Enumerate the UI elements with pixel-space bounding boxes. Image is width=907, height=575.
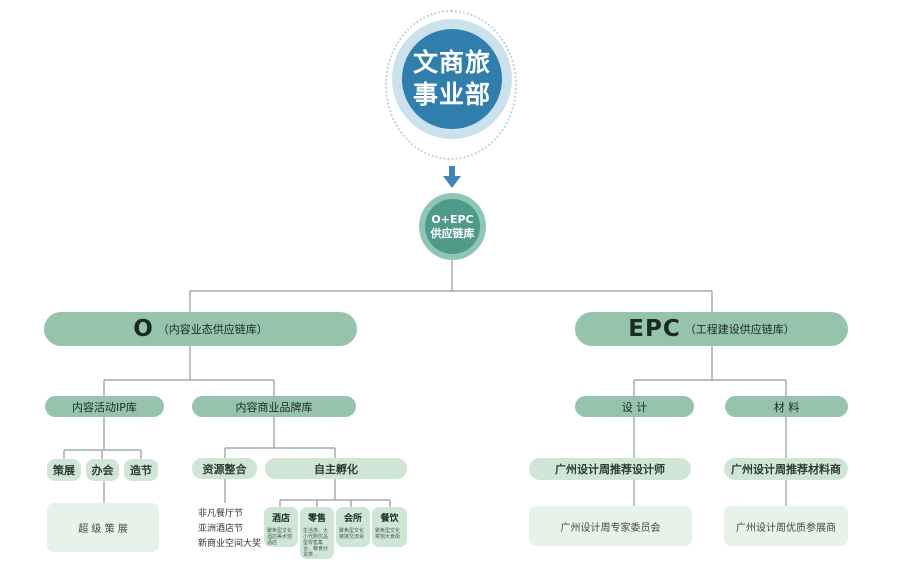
- root-node-culture-commerce-tourism: 文商旅 事业部: [402, 29, 502, 129]
- content-brand-library-node: 内容商业品牌库: [192, 396, 356, 417]
- recommended-designer-node: 广州设计周推荐设计师: [529, 458, 691, 480]
- hub-node-line1: O+EPC: [431, 212, 474, 226]
- expert-committee-box: 广州设计周专家委员会: [529, 506, 692, 546]
- o-branch-subtitle: （内容业态供应链库）: [157, 323, 268, 336]
- incubate-col-title: 零售: [307, 514, 326, 524]
- design-node: 设 计: [575, 396, 694, 417]
- incubate-col-dining: 餐饮 聚焦型文化菜馆大食街: [372, 507, 407, 547]
- resource-integration-node: 资源整合: [192, 458, 257, 479]
- resource-list: 非凡餐厅节 亚洲酒店节 新商业空间大奖: [198, 507, 268, 552]
- recommended-material-node: 广州设计周推荐材料商: [724, 458, 848, 480]
- incubate-col-retail: 零售 生活类、大小代购优品型零售集合、粮食炒货类…: [300, 507, 334, 559]
- down-arrow-icon: [443, 166, 461, 188]
- incubate-col-title: 会所: [343, 514, 362, 524]
- incubate-col-title: 酒店: [271, 514, 290, 524]
- o-branch-title: O: [133, 316, 154, 342]
- incubate-col-desc: 聚焦型文化酒店美术馆酒店: [267, 528, 293, 546]
- resource-item: 亚洲酒店节: [198, 524, 244, 534]
- root-node-line1: 文商旅: [412, 48, 491, 77]
- incubate-col-desc: 生活类、大小代购优品型零售集合、粮食炒货类…: [303, 528, 329, 558]
- content-ip-library-node: 内容活动IP库: [45, 396, 164, 417]
- incubate-col-club: 会所 聚焦型文化链接交流会: [336, 507, 370, 547]
- incubate-col-desc: 聚焦型文化菜馆大食街: [375, 528, 401, 540]
- hub-node-line2: 供应链库: [430, 226, 475, 240]
- super-curation-box: 超 级 策 展: [47, 503, 159, 552]
- epc-branch-node: EPC （工程建设供应链库）: [575, 312, 848, 346]
- ip-item-festival: 造节: [124, 459, 158, 481]
- incubate-col-hotel: 酒店 聚焦型文化酒店美术馆酒店: [264, 507, 298, 547]
- epc-branch-title: EPC: [628, 316, 681, 342]
- self-incubation-node: 自主孵化: [265, 458, 407, 479]
- incubate-col-desc: 聚焦型文化链接交流会: [339, 528, 365, 540]
- resource-item: 非凡餐厅节: [198, 509, 244, 519]
- root-node-line2: 事业部: [412, 80, 491, 109]
- quality-exhibitor-box: 广州设计周优质参展商: [724, 506, 848, 546]
- resource-item: 新商业空间大奖: [198, 539, 262, 549]
- epc-branch-subtitle: （工程建设供应链库）: [684, 323, 795, 336]
- ip-item-conference: 办会: [86, 459, 119, 481]
- hub-node-inner: O+EPC 供应链库: [425, 199, 480, 254]
- incubate-col-title: 餐饮: [380, 514, 399, 524]
- o-branch-node: O （内容业态供应链库）: [44, 312, 357, 346]
- root-node-dotted-ring: [385, 10, 517, 160]
- hub-node-supply-chain: O+EPC 供应链库: [419, 193, 486, 260]
- material-node: 材 料: [725, 396, 848, 417]
- ip-item-curation: 策展: [47, 459, 81, 481]
